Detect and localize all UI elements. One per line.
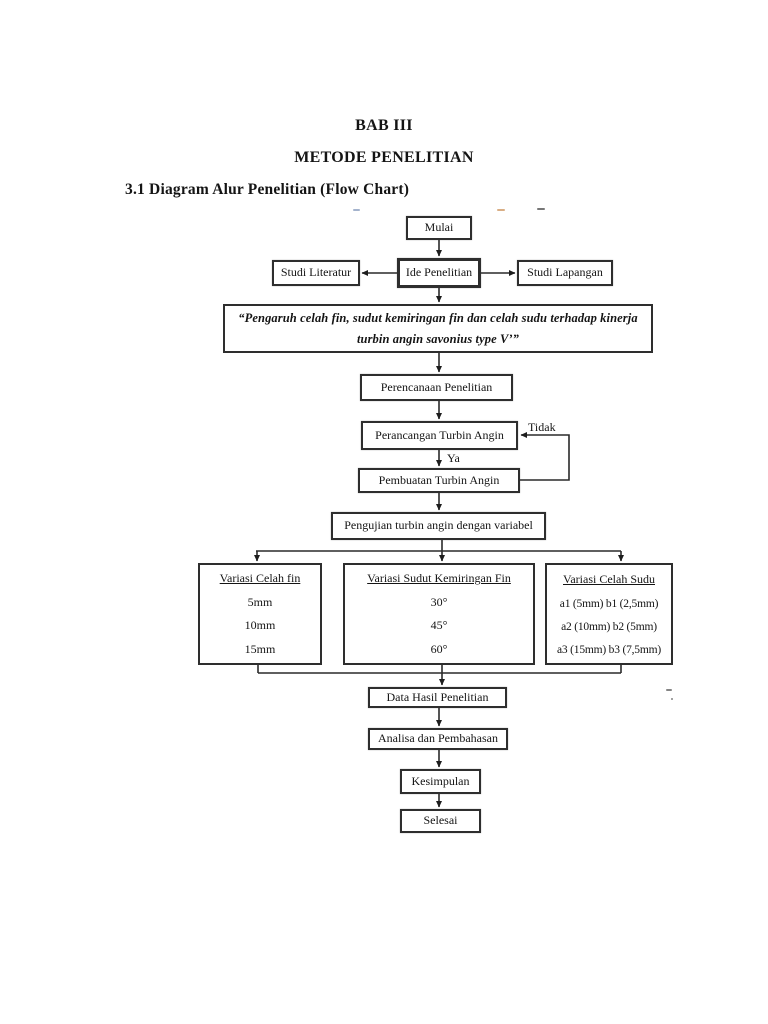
node-selesai: Selesai — [400, 809, 481, 833]
chapter-title: BAB III — [355, 117, 413, 134]
varbox-celah-fin-item: 5mm — [247, 594, 273, 609]
connector-tidak-loop — [520, 432, 570, 481]
varbox-celah-fin-item: 15mm — [244, 641, 276, 656]
node-pengujian-variabel: Pengujian turbin angin dengan variabel — [331, 512, 546, 540]
varbox-celah-sudu-title: Variasi Celah Sudu — [563, 572, 655, 587]
node-perancangan-turbin-angin: Perancangan Turbin Angin — [361, 421, 518, 450]
section-heading: 3.1 Diagram Alur Penelitian (Flow Chart) — [125, 181, 410, 198]
scan-artifact — [353, 209, 360, 211]
varbox-celah-sudu: Variasi Celah Sudu a1 (5mm) b1 (2,5mm) a… — [545, 563, 673, 665]
varbox-celah-fin-item: 10mm — [244, 618, 276, 633]
varbox-sudut-item: 45° — [430, 618, 448, 633]
decision-label-ya: Ya — [447, 451, 460, 465]
chapter-subtitle: METODE PENELITIAN — [294, 149, 474, 166]
scan-artifact — [666, 689, 672, 691]
varbox-sudut-item: 30° — [430, 594, 448, 609]
varbox-sudut-item: 60° — [430, 641, 448, 656]
decision-label-tidak: Tidak — [528, 420, 556, 434]
varbox-celah-sudu-item: a3 (15mm) b3 (7,5mm) — [557, 643, 661, 656]
varbox-sudut-title: Variasi Sudut Kemiringan Fin — [367, 571, 511, 586]
scan-artifact — [671, 698, 673, 700]
varbox-celah-sudu-item: a2 (10mm) b2 (5mm) — [561, 620, 657, 633]
varbox-celah-fin-title: Variasi Celah fin — [219, 571, 301, 586]
node-topik-penelitian: “Pengaruh celah fin, sudut kemiringan fi… — [223, 304, 653, 353]
node-mulai: Mulai — [406, 216, 472, 240]
node-pembuatan-turbin-angin: Pembuatan Turbin Angin — [358, 468, 520, 493]
node-data-hasil: Data Hasil Penelitian — [368, 687, 507, 708]
varbox-sudut-kemiringan: Variasi Sudut Kemiringan Fin 30° 45° 60° — [343, 563, 535, 665]
node-ide-penelitian: Ide Penelitian — [397, 258, 481, 288]
varbox-celah-sudu-item: a1 (5mm) b1 (2,5mm) — [559, 598, 659, 611]
topik-line1: “Pengaruh celah fin, sudut kemiringan fi… — [238, 310, 638, 325]
node-kesimpulan: Kesimpulan — [400, 769, 481, 794]
node-studi-literatur: Studi Literatur — [272, 260, 360, 286]
scan-artifact — [537, 208, 545, 210]
node-studi-lapangan: Studi Lapangan — [517, 260, 613, 286]
node-perencanaan-penelitian: Perencanaan Penelitian — [360, 374, 513, 401]
topik-line2: turbin angin savonius type V’” — [356, 331, 520, 346]
scan-artifact — [497, 209, 505, 211]
varbox-celah-fin: Variasi Celah fin 5mm 10mm 15mm — [198, 563, 322, 665]
node-analisa-pembahasan: Analisa dan Pembahasan — [368, 728, 508, 750]
